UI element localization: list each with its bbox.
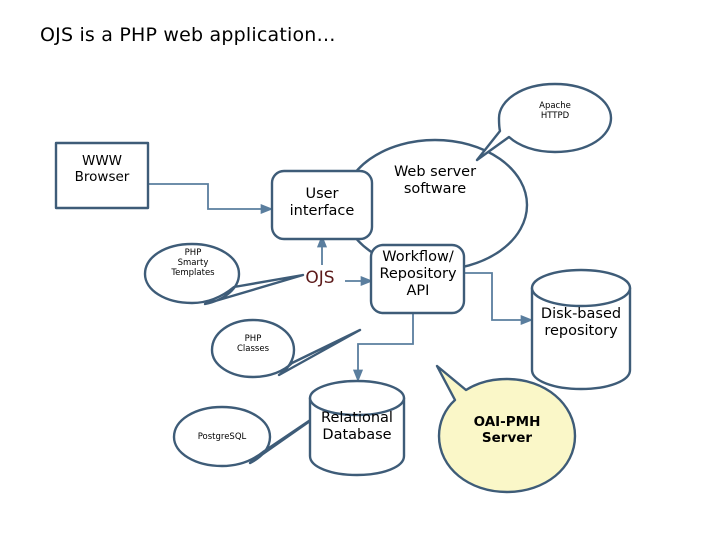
connector-group: [136, 178, 534, 383]
shape-user-interface[interactable]: [270, 169, 374, 241]
shape-www-browser[interactable]: [54, 141, 150, 210]
shape-php-smarty-templates-callout[interactable]: [143, 242, 305, 306]
connector-api-to-relational-database: [352, 301, 419, 383]
page-title: OJS is a PHP web application…: [40, 24, 336, 46]
shape-php-classes-callout[interactable]: [210, 318, 362, 379]
shape-workflow-repository-api[interactable]: [369, 243, 466, 315]
shape-apache-httpd-callout[interactable]: [475, 82, 613, 162]
shape-disk-based-repository[interactable]: [530, 268, 632, 391]
shape-group: [54, 82, 632, 494]
shape-postgresql-callout[interactable]: [172, 398, 342, 468]
shape-relational-database[interactable]: [308, 379, 406, 477]
connector-browser-to-user-interface: [136, 178, 274, 215]
shape-oai-pmh-server-callout[interactable]: [435, 364, 577, 494]
connector-api-to-disk-repository: [452, 267, 534, 326]
